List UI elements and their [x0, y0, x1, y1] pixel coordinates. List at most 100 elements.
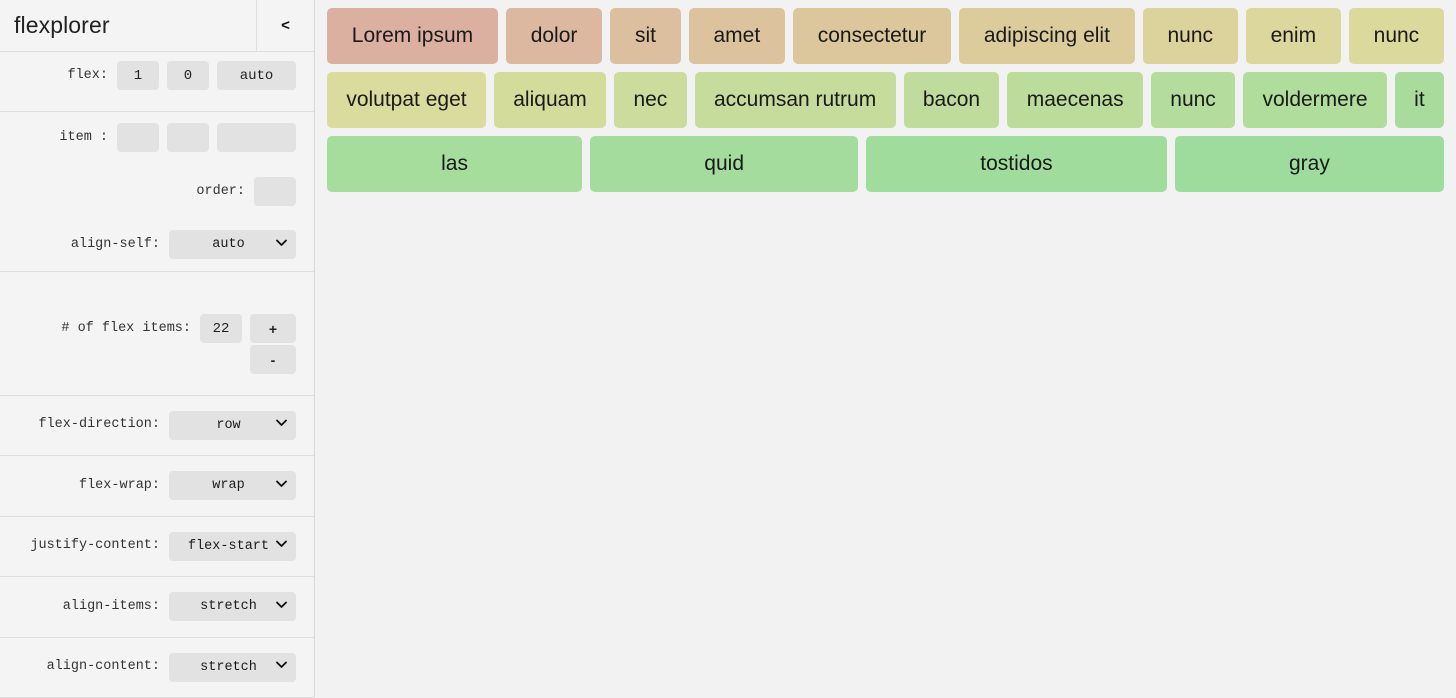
flex-item-count-stepper: + - [250, 314, 296, 375]
flex-item-label: nunc [1170, 88, 1216, 111]
flex-item[interactable]: consectetur [792, 8, 952, 64]
flex-item[interactable]: aliquam [493, 72, 607, 128]
flex-item-label: Lorem ipsum [351, 24, 474, 47]
flex-item-label: consectetur [817, 24, 927, 47]
flex-wrap-label: flex-wrap: [78, 477, 160, 493]
flex-item-label: voldermere [1262, 88, 1368, 111]
flex-item-label: las [441, 152, 468, 175]
flex-item-label: nec [633, 88, 668, 111]
flex-item-count-label: # of flex items: [61, 321, 191, 337]
flex-item[interactable]: accumsan rutrum [694, 72, 896, 128]
flex-item-label: nunc [1167, 24, 1214, 47]
flex-direction-select[interactable]: row [169, 410, 296, 440]
flex-item-label: enim [1270, 24, 1317, 47]
align-items-row: align-items: stretch [0, 577, 314, 638]
justify-content-value: flex-start [187, 538, 269, 554]
flex-item[interactable]: dolor [505, 8, 603, 64]
item-flex-label: item : [59, 130, 108, 146]
align-items-label: align-items: [62, 598, 160, 614]
align-content-label: align-content: [46, 659, 160, 675]
item-order-row: order: [0, 165, 314, 219]
flex-item-count-fields: + - [200, 314, 296, 375]
flex-item-count-input[interactable] [200, 314, 242, 344]
flex-item-label: volutpat eget [346, 88, 467, 111]
flex-item-label: dolor [530, 24, 578, 47]
flex-item[interactable]: bacon [903, 72, 1000, 128]
chevron-down-icon [276, 239, 287, 250]
align-self-value: auto [212, 237, 245, 253]
flex-item[interactable]: enim [1245, 8, 1341, 64]
flex-item-label: adipiscing elit [983, 24, 1110, 47]
flex-wrap-row: flex-wrap: wrap [0, 456, 314, 517]
flex-item-label: tostidos [980, 152, 1053, 175]
chevron-left-icon[interactable]: < [256, 0, 314, 51]
flex-item[interactable]: nunc [1348, 8, 1444, 64]
flex-item[interactable]: nec [614, 72, 687, 128]
flex-shorthand-row: flex: [0, 52, 314, 113]
justify-content-select[interactable]: flex-start [169, 531, 296, 561]
flex-item[interactable]: it [1394, 72, 1444, 128]
chevron-down-icon [276, 540, 287, 552]
align-self-row: align-self: auto [0, 218, 314, 273]
align-items-fields: stretch [169, 592, 296, 622]
flex-item[interactable]: Lorem ipsum [327, 8, 498, 64]
flex-item-label: gray [1288, 152, 1330, 175]
flex-direction-label: flex-direction: [38, 417, 160, 433]
flex-direction-value: row [216, 417, 241, 433]
flex-item[interactable]: nunc [1150, 72, 1236, 128]
align-content-select[interactable]: stretch [169, 652, 296, 682]
item-flex-basis-input[interactable] [217, 123, 296, 153]
item-order-fields [254, 177, 296, 206]
item-order-label: order: [196, 183, 245, 199]
align-items-select[interactable]: stretch [169, 592, 296, 622]
flex-item[interactable]: gray [1174, 136, 1444, 192]
flex-container: Lorem ipsum dolor sit amet consectetur adipis… [315, 0, 1456, 199]
chevron-down-icon [276, 419, 287, 431]
flex-item-label: quid [704, 152, 744, 175]
flex-shorthand-label: flex: [67, 68, 108, 83]
item-order-input[interactable] [254, 177, 296, 206]
flex-item[interactable]: maecenas [1007, 72, 1143, 128]
flex-item-label: aliquam [513, 88, 587, 111]
align-content-fields: stretch [169, 652, 296, 682]
align-self-fields: auto [169, 230, 296, 260]
flex-item-label: bacon [922, 88, 981, 111]
chevron-down-icon [276, 661, 287, 673]
flex-item-label: it [1414, 88, 1425, 111]
flex-wrap-fields: wrap [169, 471, 296, 501]
sidebar-header: flexplorer < [0, 0, 314, 52]
align-self-select[interactable]: auto [169, 230, 296, 260]
flex-direction-fields: row [169, 410, 296, 440]
flex-item[interactable]: tostidos [866, 136, 1167, 192]
flex-direction-row: flex-direction: row [0, 396, 314, 457]
flex-item[interactable]: volutpat eget [327, 72, 486, 128]
flex-item[interactable]: adipiscing elit [959, 8, 1135, 64]
increment-button[interactable]: + [250, 314, 296, 344]
flex-item[interactable]: sit [610, 8, 681, 64]
item-flex-shrink-input[interactable] [167, 123, 209, 153]
flex-item[interactable]: nunc [1142, 8, 1238, 64]
chevron-down-icon [276, 601, 287, 612]
flex-item[interactable]: las [327, 136, 583, 192]
flex-item[interactable]: voldermere [1243, 72, 1387, 128]
flex-wrap-value: wrap [212, 478, 245, 494]
decrement-button[interactable]: - [250, 345, 296, 375]
flex-item-label: sit [634, 24, 656, 47]
flex-wrap-select[interactable]: wrap [169, 471, 296, 501]
item-flex-grow-input[interactable] [117, 123, 159, 153]
chevron-down-icon [276, 480, 287, 491]
flex-shorthand-fields [117, 61, 296, 90]
flex-item[interactable]: quid [590, 136, 859, 192]
item-flex-row: item : [0, 112, 314, 165]
flex-item[interactable]: amet [688, 8, 785, 64]
flex-item-label: accumsan rutrum [713, 88, 877, 111]
align-items-value: stretch [200, 599, 257, 615]
flex-basis-input[interactable] [217, 61, 296, 90]
page-title: flexplorer [14, 12, 110, 38]
flex-shrink-input[interactable] [167, 61, 209, 90]
align-content-value: stretch [200, 659, 257, 675]
flex-grow-input[interactable] [117, 61, 159, 90]
flex-item-count-row: # of flex items: + - [0, 272, 314, 396]
flex-item-label: maecenas [1026, 88, 1124, 111]
